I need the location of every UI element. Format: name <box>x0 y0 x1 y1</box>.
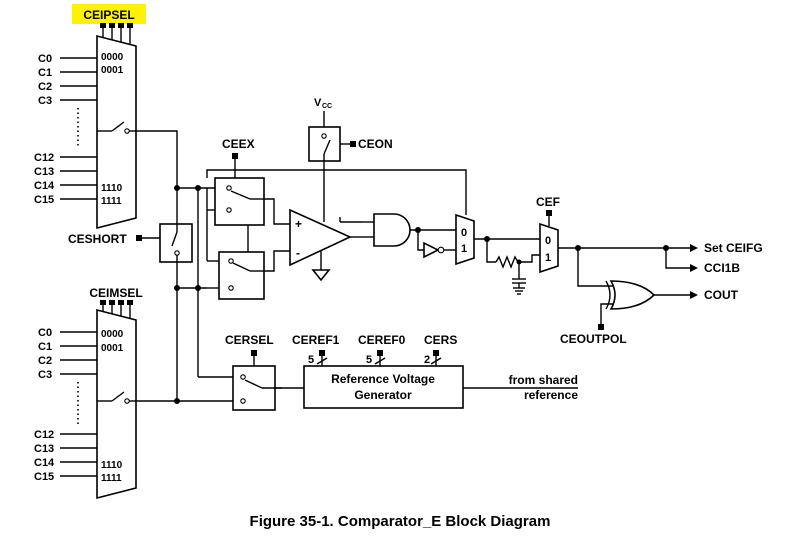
svg-text:C3: C3 <box>38 369 52 381</box>
set-ceifg-output: Set CEIFG <box>704 241 763 255</box>
xor-gate <box>609 280 656 310</box>
ceimsel-label: CEIMSEL <box>89 286 142 300</box>
top-mux-code-2: 1110 <box>101 183 123 194</box>
signal-wires <box>136 130 467 402</box>
shared-ref-line2: reference <box>524 388 578 402</box>
svg-text:C12: C12 <box>34 152 54 164</box>
bottom-mux-code-1: 0001 <box>101 343 124 354</box>
and-gate <box>373 213 411 247</box>
svg-text:0: 0 <box>461 227 467 239</box>
cers-label: CERS <box>424 333 457 347</box>
svg-text:C15: C15 <box>34 194 54 206</box>
svg-text:Reference Voltage: Reference Voltage <box>331 372 435 386</box>
cef-label: CEF <box>536 195 560 209</box>
inverter-gate <box>423 241 440 259</box>
svg-text:C1: C1 <box>38 67 52 79</box>
ceon-label: CEON <box>358 137 393 151</box>
bottom-mux-code-2: 1110 <box>101 460 123 471</box>
reference-voltage-generator <box>303 365 464 409</box>
comparator-amplifier <box>289 208 352 267</box>
svg-text:C14: C14 <box>34 180 55 192</box>
top-mux-code-0: 0000 <box>101 52 124 63</box>
bottom-mux-switch-icon <box>97 391 136 404</box>
vcc-sub: CC <box>322 103 332 110</box>
top-mux-switch-icon <box>97 121 136 134</box>
ceshort-label: CESHORT <box>68 232 127 246</box>
ceipsel-highlight <box>72 4 146 24</box>
bottom-mux-code-3: 1111 <box>101 473 122 484</box>
svg-text:C15: C15 <box>34 471 54 483</box>
svg-text:C13: C13 <box>34 443 54 455</box>
ground-icon <box>311 269 331 282</box>
comparator-minus: - <box>296 246 300 260</box>
svg-text:2: 2 <box>424 354 430 366</box>
ceref0-label: CEREF0 <box>358 333 406 347</box>
cout-output: COUT <box>704 288 739 302</box>
svg-text:C3: C3 <box>38 95 52 107</box>
svg-text:0: 0 <box>545 235 551 247</box>
svg-text:1: 1 <box>461 243 467 255</box>
top-mux-code-3: 1111 <box>101 196 122 207</box>
ceex-label: CEEX <box>222 137 255 151</box>
svg-text:C12: C12 <box>34 429 54 441</box>
ceipsel-label: CEIPSEL <box>83 8 134 22</box>
cersel-label: CERSEL <box>225 333 274 347</box>
svg-text:5: 5 <box>308 354 314 366</box>
svg-text:C0: C0 <box>38 53 52 65</box>
top-mux-inputs: C0 C1 C2 C3 C12 C13 C14 C15 <box>34 53 97 206</box>
figure-caption: Figure 35-1. Comparator_E Block Diagram <box>250 513 551 530</box>
top-mux-code-1: 0001 <box>101 65 124 76</box>
top-mux-select-pins <box>100 23 133 44</box>
svg-text:C2: C2 <box>38 81 52 93</box>
top-input-mux <box>96 34 137 230</box>
svg-text:C14: C14 <box>34 457 55 469</box>
ceref1-label: CEREF1 <box>292 333 340 347</box>
comparator-plus: + <box>295 217 302 231</box>
ceex-switch-top <box>214 177 265 226</box>
bottom-mux-select-pins <box>100 300 133 318</box>
bottom-mux-code-0: 0000 <box>101 329 124 340</box>
bottom-input-mux <box>96 308 137 500</box>
shared-ref-line1: from shared <box>509 373 578 387</box>
invert-mux <box>455 213 475 266</box>
svg-text:C1: C1 <box>38 341 52 353</box>
bottom-mux-inputs: C0 C1 C2 C3 C12 C13 C14 C15 <box>34 327 97 483</box>
svg-text:C0: C0 <box>38 327 52 339</box>
ceshort-switch <box>159 223 193 263</box>
cef-mux <box>539 222 559 274</box>
ceoutpol-label: CEOUTPOL <box>560 332 627 346</box>
ceex-switch-bottom <box>218 251 265 300</box>
vcc-label: V <box>314 97 322 109</box>
cci1b-output: CCI1B <box>704 261 740 275</box>
svg-text:Generator: Generator <box>354 388 412 402</box>
svg-text:C13: C13 <box>34 166 54 178</box>
svg-text:C2: C2 <box>38 355 52 367</box>
svg-text:5: 5 <box>366 354 372 366</box>
svg-text:1: 1 <box>545 252 551 264</box>
